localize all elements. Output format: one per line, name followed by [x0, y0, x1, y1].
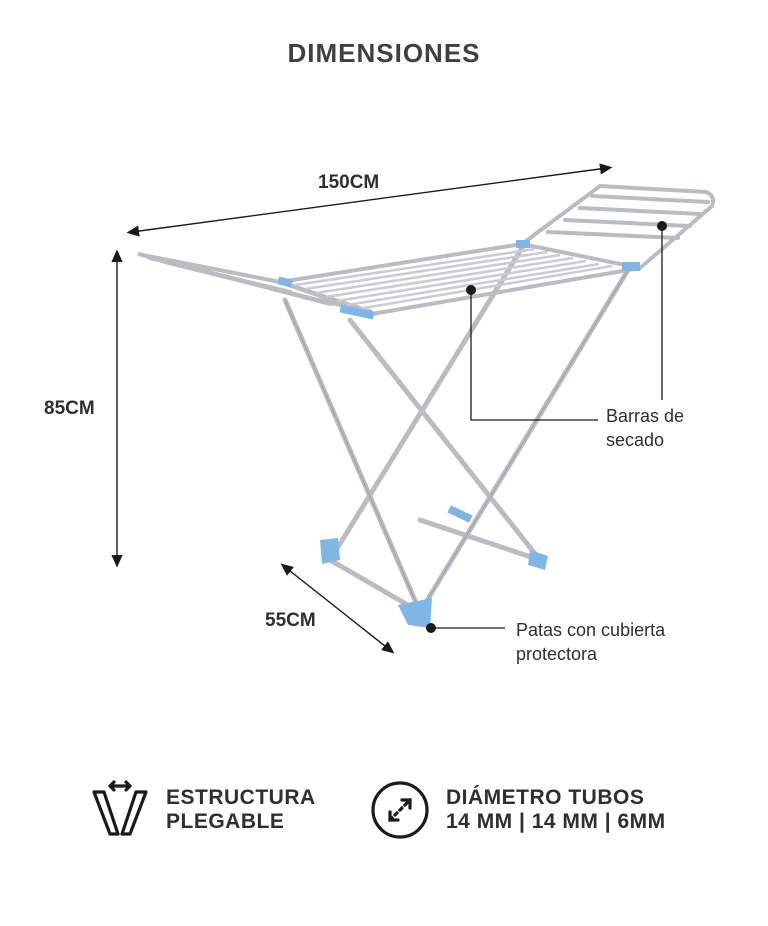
drying-bars-callout: Barras de secado	[606, 404, 684, 452]
callout-line: Barras de	[606, 406, 685, 426]
height-label: 85CM	[44, 398, 95, 419]
page-title: DIMENSIONES	[287, 38, 481, 68]
length-dimension-arrow	[126, 163, 613, 237]
depth-dimension-arrow	[280, 563, 395, 654]
tube-diameter-icon	[371, 781, 429, 839]
foldable-structure-icon	[92, 780, 148, 836]
callout-drying-bars	[470, 226, 663, 421]
feature-text: ESTRUCTURA PLEGABLE	[166, 786, 316, 834]
feature-line: DIÁMETRO TUBOS	[446, 786, 645, 809]
blue-joints	[277, 240, 640, 523]
feature-line: ESTRUCTURA	[166, 786, 316, 809]
callout-line: protectora	[516, 644, 598, 664]
drying-bars	[294, 247, 613, 311]
feet-callout: Patas con cubierta protectora	[516, 618, 665, 666]
protective-feet	[320, 538, 548, 628]
length-label: 150CM	[318, 172, 380, 193]
feature-foldable: ESTRUCTURA PLEGABLE	[88, 778, 316, 842]
feature-tube-diameter: DIÁMETRO TUBOS 14 MM | 14 MM | 6MM	[368, 778, 666, 842]
rack-right-wing	[520, 183, 716, 270]
feature-line: 14 MM | 14 MM | 6MM	[446, 810, 666, 833]
callout-line: Patas con cubierta	[516, 620, 666, 640]
feature-line: PLEGABLE	[166, 810, 285, 833]
feature-text: DIÁMETRO TUBOS 14 MM | 14 MM | 6MM	[446, 786, 666, 834]
callout-line: secado	[606, 430, 665, 450]
depth-label: 55CM	[265, 610, 316, 631]
